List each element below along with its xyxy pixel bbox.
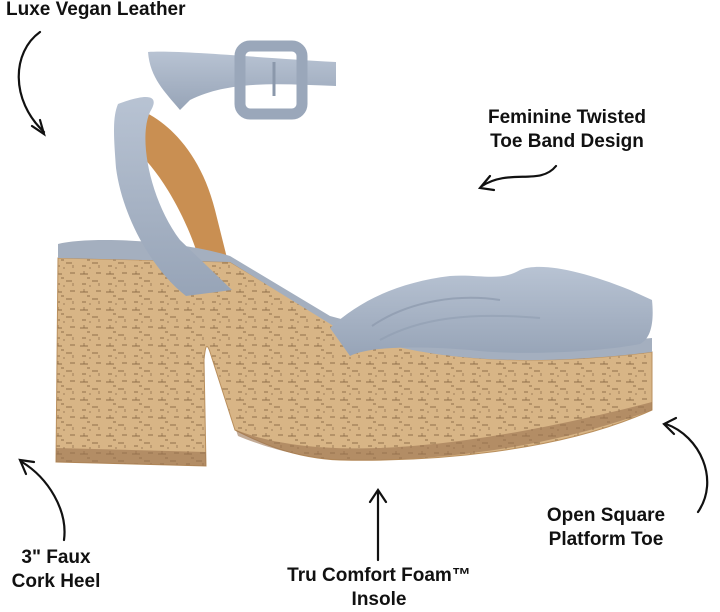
feature-label-toe-band-line-1: Feminine Twisted (487, 107, 646, 128)
heel-strap (114, 97, 232, 296)
feature-label-platform-toe-line-1: Open Square (546, 505, 666, 526)
arrow-leather-icon (17, 30, 46, 137)
feature-label-leather-text: Luxe Vegan Leather (6, 0, 186, 20)
feature-label-insole-line-1: Tru Comfort Foam™ (287, 565, 471, 586)
feature-label-platform-toe-line-2: Platform Toe (548, 529, 664, 550)
arrow-toeband-icon (477, 164, 558, 192)
arrow-heel-icon (18, 458, 66, 542)
feature-label-toe-band: Feminine Twisted Toe Band Design (472, 106, 662, 154)
buckle (234, 40, 308, 120)
feature-label-cork-heel-line-2: Cork Heel (11, 571, 101, 592)
feature-label-cork-heel-line-1: 3" Faux (21, 547, 91, 568)
feature-label-leather: Luxe Vegan Leather (6, 0, 186, 22)
arrow-toe-icon (662, 416, 709, 514)
feature-label-platform-toe: Open Square Platform Toe (536, 504, 676, 552)
arrow-insole-icon (368, 488, 388, 562)
heel-lining (135, 110, 228, 262)
feature-label-toe-band-line-2: Toe Band Design (490, 131, 644, 152)
feature-label-insole-line-2: Insole (351, 589, 407, 610)
toe-band (330, 266, 653, 356)
feature-label-cork-heel: 3" Faux Cork Heel (0, 546, 112, 594)
sole-edge (56, 448, 206, 466)
